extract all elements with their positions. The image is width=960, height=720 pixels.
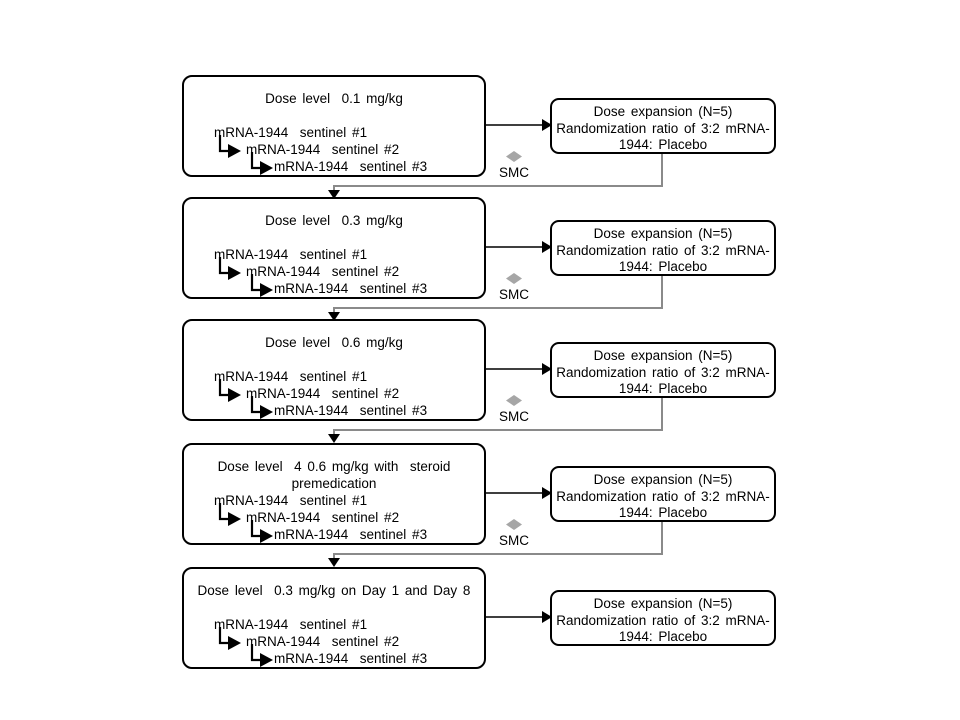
sentinel-label: mRNA-1944 sentinel #1 <box>214 247 368 262</box>
feedback-connector-vertical <box>661 276 663 307</box>
expansion-arrow-line <box>486 492 543 494</box>
feedback-connector-drop <box>333 553 335 559</box>
dose-expansion-text: Dose expansion (N=5) Randomization ratio… <box>556 226 770 274</box>
smc-diamond-icon <box>506 395 522 406</box>
feedback-connector-horizontal <box>333 553 663 555</box>
expansion-arrowhead-icon <box>542 363 552 375</box>
dose-level-box: Dose level 0.6 mg/kg mRNA-1944 sentinel #… <box>182 319 486 421</box>
feedback-connector-horizontal <box>333 185 663 187</box>
sentinel-label: mRNA-1944 sentinel #2 <box>246 634 400 649</box>
sentinel-label: mRNA-1944 sentinel #3 <box>274 651 428 666</box>
sentinel-label: mRNA-1944 sentinel #1 <box>214 125 368 140</box>
expansion-arrow-line <box>486 616 543 618</box>
elbow-arrow-icon <box>218 135 241 158</box>
sentinel-label: mRNA-1944 sentinel #3 <box>274 281 428 296</box>
sentinel-label: mRNA-1944 sentinel #3 <box>274 159 428 174</box>
elbow-arrow-icon <box>250 152 273 175</box>
feedback-connector-vertical <box>661 398 663 429</box>
smc-diamond-icon <box>506 519 522 530</box>
expansion-arrowhead-icon <box>542 487 552 499</box>
elbow-arrow-icon <box>250 396 273 419</box>
elbow-arrow-icon <box>250 644 273 667</box>
feedback-connector-drop <box>333 185 335 191</box>
dose-level-box: Dose level 0.3 mg/kg on Day 1 and Day 8 m… <box>182 567 486 669</box>
smc-label: SMC <box>499 409 529 424</box>
dose-expansion-text: Dose expansion (N=5) Randomization ratio… <box>556 348 770 396</box>
feedback-arrowhead-icon <box>328 190 340 199</box>
sentinel-label: mRNA-1944 sentinel #1 <box>214 617 368 632</box>
expansion-arrowhead-icon <box>542 611 552 623</box>
elbow-arrow-icon <box>250 274 273 297</box>
sentinel-label: mRNA-1944 sentinel #2 <box>246 264 400 279</box>
feedback-connector-horizontal <box>333 429 663 431</box>
smc-diamond-icon <box>506 273 522 284</box>
dose-expansion-box: Dose expansion (N=5) Randomization ratio… <box>550 98 776 154</box>
dose-level-box: Dose level 0.3 mg/kg mRNA-1944 sentinel #… <box>182 197 486 299</box>
dose-expansion-box: Dose expansion (N=5) Randomization ratio… <box>550 342 776 398</box>
dose-expansion-box: Dose expansion (N=5) Randomization ratio… <box>550 466 776 522</box>
feedback-arrowhead-icon <box>328 312 340 321</box>
dose-level-title: Dose level 0.3 mg/kg on Day 1 and Day 8 <box>197 583 471 598</box>
feedback-connector-drop <box>333 429 335 435</box>
elbow-arrow-icon <box>218 627 241 650</box>
feedback-connector-vertical <box>661 522 663 553</box>
dose-level-title: Dose level 4 0.6 mg/kg with steroid prem… <box>217 459 451 491</box>
smc-label: SMC <box>499 287 529 302</box>
expansion-arrow-line <box>486 124 543 126</box>
expansion-arrow-line <box>486 246 543 248</box>
dose-expansion-box: Dose expansion (N=5) Randomization ratio… <box>550 590 776 646</box>
dose-expansion-text: Dose expansion (N=5) Randomization ratio… <box>556 104 770 152</box>
smc-label: SMC <box>499 165 529 180</box>
expansion-arrowhead-icon <box>542 119 552 131</box>
sentinel-label: mRNA-1944 sentinel #3 <box>274 403 428 418</box>
feedback-connector-drop <box>333 307 335 313</box>
feedback-arrowhead-icon <box>328 558 340 567</box>
sentinel-label: mRNA-1944 sentinel #1 <box>214 369 368 384</box>
expansion-arrow-line <box>486 368 543 370</box>
feedback-arrowhead-icon <box>328 434 340 443</box>
elbow-arrow-icon <box>218 379 241 402</box>
dose-expansion-box: Dose expansion (N=5) Randomization ratio… <box>550 220 776 276</box>
dose-expansion-text: Dose expansion (N=5) Randomization ratio… <box>556 472 770 520</box>
dose-level-title: Dose level 0.6 mg/kg <box>265 335 403 350</box>
smc-label: SMC <box>499 533 529 548</box>
feedback-connector-vertical <box>661 154 663 185</box>
expansion-arrowhead-icon <box>542 241 552 253</box>
smc-diamond-icon <box>506 151 522 162</box>
elbow-arrow-icon <box>218 503 241 526</box>
feedback-connector-horizontal <box>333 307 663 309</box>
dose-level-title: Dose level 0.3 mg/kg <box>265 213 403 228</box>
sentinel-label: mRNA-1944 sentinel #1 <box>214 493 368 508</box>
sentinel-label: mRNA-1944 sentinel #2 <box>246 386 400 401</box>
elbow-arrow-icon <box>218 257 241 280</box>
sentinel-label: mRNA-1944 sentinel #3 <box>274 527 428 542</box>
dose-level-box: Dose level 4 0.6 mg/kg with steroid prem… <box>182 443 486 545</box>
elbow-arrow-icon <box>250 520 273 543</box>
sentinel-label: mRNA-1944 sentinel #2 <box>246 510 400 525</box>
dose-expansion-text: Dose expansion (N=5) Randomization ratio… <box>556 596 770 644</box>
dose-level-title: Dose level 0.1 mg/kg <box>265 91 403 106</box>
sentinel-label: mRNA-1944 sentinel #2 <box>246 142 400 157</box>
dose-level-box: Dose level 0.1 mg/kg mRNA-1944 sentinel #… <box>182 75 486 177</box>
